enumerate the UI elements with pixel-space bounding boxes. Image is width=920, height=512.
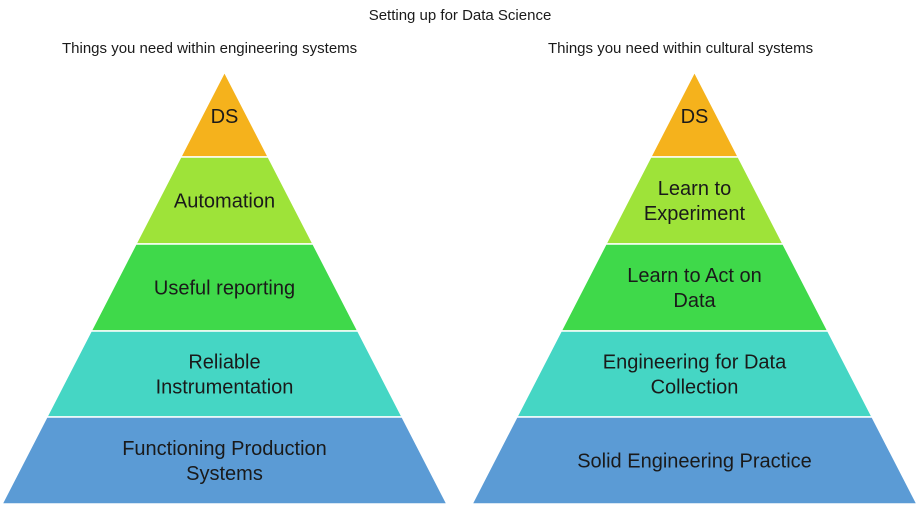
layer-label-line: DS (681, 106, 709, 128)
layer-label-line: Useful reporting (154, 278, 295, 300)
layer-label-line: Systems (186, 463, 263, 485)
left-pyramid-layer-4 (45, 330, 404, 418)
left-pyramid-heading: Things you need within engineering syste… (62, 40, 358, 57)
layer-label-line: Functioning Production (122, 438, 327, 460)
left-pyramid-layer-3-label: Useful reporting (154, 278, 295, 300)
layer-label-line: Collection (651, 377, 739, 399)
right-pyramid-layer-1-label: DS (681, 106, 709, 128)
layer-label-line: Learn to (658, 178, 731, 200)
layer-label-line: Data (673, 290, 716, 312)
layer-label-line: Learn to Act on (627, 265, 762, 287)
left-pyramid-layer-2-label: Automation (174, 191, 275, 213)
layer-label-line: Instrumentation (156, 377, 294, 399)
layer-label-line: Automation (174, 191, 275, 213)
diagram-title: Setting up for Data Science (368, 7, 552, 24)
right-pyramid-layer-5-label: Solid Engineering Practice (577, 451, 812, 473)
right-pyramid-layer-5 (470, 416, 919, 505)
layer-label-line: Solid Engineering Practice (577, 451, 812, 473)
layer-label-line: Engineering for Data (603, 352, 787, 374)
layer-label-line: DS (211, 106, 239, 128)
layer-label-line: Experiment (644, 203, 746, 225)
right-pyramid-layer-2 (604, 156, 785, 245)
right-pyramid-layer-3 (559, 243, 830, 332)
layer-label-line: Reliable (188, 352, 260, 374)
right-pyramid-layer-4 (515, 330, 874, 418)
right-pyramid-heading: Things you need within cultural systems (548, 40, 814, 57)
right-pyramid-layer-2-label: Learn to Experiment (644, 178, 746, 225)
right-pyramid-layer-3-label: Learn to Act on Data (627, 265, 762, 312)
left-pyramid-layer-5 (0, 416, 449, 505)
left-pyramid-layer-1-label: DS (211, 106, 239, 128)
